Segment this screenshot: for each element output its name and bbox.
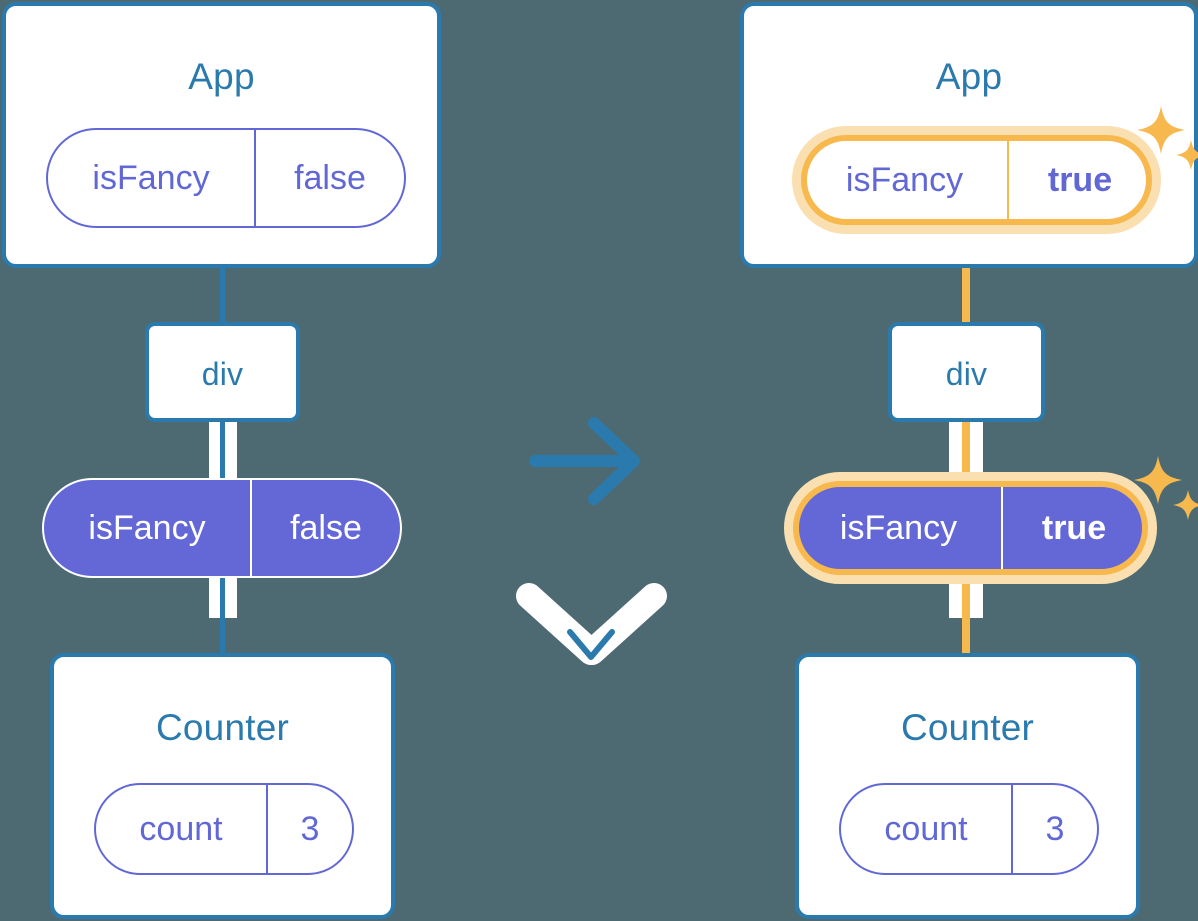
counter-component-box: Counter count 3 (50, 653, 395, 919)
div-element-box: div (145, 322, 300, 422)
app-component-box: App isFancy false (2, 2, 441, 268)
counter-state-name: count (139, 809, 223, 848)
counter-state-value-after: 3 (1011, 785, 1097, 873)
app-state-name: isFancy (92, 158, 210, 197)
counter-component-box-after: Counter count 3 (795, 653, 1140, 919)
counter-title: Counter (155, 707, 290, 748)
sparkle-icon (1137, 106, 1198, 170)
app-state-value-after: true (1007, 136, 1151, 224)
div-label-after: div (945, 356, 988, 392)
div-prop-pill: isFancy false (42, 478, 402, 578)
app-state-pill-after: isFancy true (800, 134, 1153, 226)
app-state-pill: isFancy false (46, 128, 406, 228)
before-state-panel: App isFancy false div isFancy false Coun… (0, 0, 667, 921)
counter-state-pill-after: count 3 (839, 783, 1099, 875)
connector-app-to-div (220, 262, 225, 328)
counter-state-name-after: count (884, 809, 968, 848)
counter-state-value: 3 (266, 785, 352, 873)
div-element-box-after: div (888, 322, 1045, 422)
app-component-box-after: App isFancy true (740, 2, 1198, 268)
div-prop-name: isFancy (88, 508, 206, 547)
div-prop-pill-after: isFancy true (794, 482, 1147, 574)
div-prop-value: false (250, 480, 400, 576)
sparkle-icon (1134, 456, 1198, 520)
div-label: div (201, 356, 244, 392)
counter-title-after: Counter (900, 707, 1035, 748)
div-prop-name-after: isFancy (839, 508, 958, 547)
after-state-panel: App isFancy true div isFancy true (738, 0, 1198, 921)
app-state-name-after: isFancy (845, 160, 964, 199)
counter-state-pill: count 3 (94, 783, 354, 875)
app-state-value: false (254, 130, 404, 226)
app-title: App (188, 56, 255, 97)
div-prop-value-after: true (1001, 484, 1145, 572)
app-title-after: App (935, 56, 1003, 97)
connector-app-to-div-highlight (962, 225, 970, 330)
